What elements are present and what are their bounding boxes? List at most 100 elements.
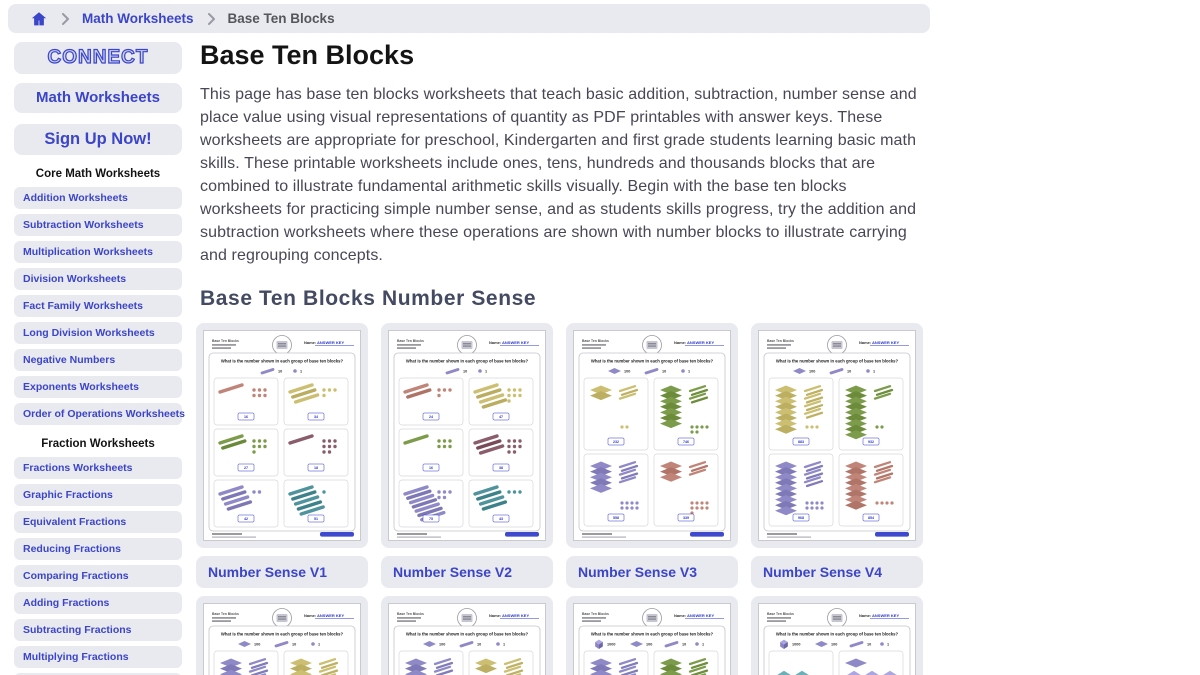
sidebar: CONNECT Math Worksheets Sign Up Now! Cor… xyxy=(14,42,185,675)
page-title: Base Ten Blocks xyxy=(200,40,415,70)
svg-text:16: 16 xyxy=(244,415,248,419)
signup-button[interactable]: Sign Up Now! xyxy=(14,124,182,155)
home-icon[interactable] xyxy=(30,10,48,28)
svg-text:What is the number shown in ea: What is the number shown in each group o… xyxy=(776,359,899,364)
svg-text:746: 746 xyxy=(683,440,689,444)
worksheet-page-preview: Base Ten Blocks Name:ANSWER KEY What is th… xyxy=(388,603,546,675)
svg-text:What is the number shown in ea: What is the number shown in each group o… xyxy=(221,632,344,637)
svg-text:10: 10 xyxy=(292,642,296,646)
sidebar-item-subtracting-fractions[interactable]: Subtracting Fractions xyxy=(14,619,182,641)
svg-text:Name:: Name: xyxy=(489,613,501,618)
svg-text:Name:: Name: xyxy=(304,340,316,345)
svg-text:10: 10 xyxy=(867,642,871,646)
svg-text:968: 968 xyxy=(798,516,804,520)
svg-text:10: 10 xyxy=(662,369,666,373)
svg-text:1: 1 xyxy=(887,642,889,646)
worksheet-thumbnail[interactable]: Base Ten Blocks Name:ANSWER KEY What is th… xyxy=(196,323,368,548)
sidebar-item-exponents-worksheets[interactable]: Exponents Worksheets xyxy=(14,376,182,398)
sidebar-item-subtraction-worksheets[interactable]: Subtraction Worksheets xyxy=(14,214,182,236)
chevron-right-icon xyxy=(62,12,69,25)
svg-text:38: 38 xyxy=(499,466,503,470)
sidebar-item-long-division-worksheets[interactable]: Long Division Worksheets xyxy=(14,322,182,344)
svg-text:18: 18 xyxy=(314,466,318,470)
sidebar-math-worksheets-button[interactable]: Math Worksheets xyxy=(14,83,182,113)
worksheet-link-number-sense-v3[interactable]: Number Sense V3 xyxy=(566,556,738,588)
svg-text:1: 1 xyxy=(873,369,875,373)
svg-text:ANSWER KEY: ANSWER KEY xyxy=(687,613,714,618)
sidebar-item-multiplication-worksheets[interactable]: Multiplication Worksheets xyxy=(14,241,182,263)
worksheet-link-number-sense-v4[interactable]: Number Sense V4 xyxy=(751,556,923,588)
svg-text:ANSWER KEY: ANSWER KEY xyxy=(502,613,529,618)
svg-text:What is the number shown in ea: What is the number shown in each group o… xyxy=(406,632,529,637)
svg-text:10: 10 xyxy=(278,369,282,373)
svg-text:34: 34 xyxy=(314,415,318,419)
sidebar-item-adding-fractions[interactable]: Adding Fractions xyxy=(14,592,182,614)
svg-text:1: 1 xyxy=(503,642,505,646)
svg-text:Name:: Name: xyxy=(674,613,686,618)
breadcrumb-link-math-worksheets[interactable]: Math Worksheets xyxy=(82,11,194,26)
sidebar-item-dividing-fractions[interactable]: Dividing Fractions xyxy=(14,673,182,675)
svg-text:Base Ten Blocks: Base Ten Blocks xyxy=(582,612,609,616)
sidebar-item-equivalent-fractions[interactable]: Equivalent Fractions xyxy=(14,511,182,533)
svg-text:1: 1 xyxy=(300,369,302,373)
svg-text:10: 10 xyxy=(682,642,686,646)
svg-text:1000: 1000 xyxy=(792,642,800,646)
svg-text:100: 100 xyxy=(254,642,260,646)
svg-text:1: 1 xyxy=(688,369,690,373)
svg-text:42: 42 xyxy=(244,517,248,521)
svg-text:75: 75 xyxy=(429,517,433,521)
svg-text:What is the number shown in ea: What is the number shown in each group o… xyxy=(221,359,344,364)
sidebar-item-addition-worksheets[interactable]: Addition Worksheets xyxy=(14,187,182,209)
svg-text:339: 339 xyxy=(683,516,689,520)
intro-paragraph: This page has base ten blocks worksheets… xyxy=(200,86,917,264)
sidebar-item-fractions-worksheets[interactable]: Fractions Worksheets xyxy=(14,457,182,479)
svg-text:Base Ten Blocks: Base Ten Blocks xyxy=(212,339,239,343)
worksheet-link-number-sense-v1[interactable]: Number Sense V1 xyxy=(196,556,368,588)
sidebar-item-negative-numbers[interactable]: Negative Numbers xyxy=(14,349,182,371)
svg-text:24: 24 xyxy=(429,415,433,419)
sidebar-item-order-of-operations-worksheets[interactable]: Order of Operations Worksheets xyxy=(14,403,185,425)
svg-text:Name:: Name: xyxy=(489,340,501,345)
svg-text:47: 47 xyxy=(499,415,503,419)
sidebar-item-graphic-fractions[interactable]: Graphic Fractions xyxy=(14,484,182,506)
svg-text:100: 100 xyxy=(809,369,815,373)
svg-text:What is the number shown in ea: What is the number shown in each group o… xyxy=(406,359,529,364)
svg-text:ANSWER KEY: ANSWER KEY xyxy=(687,340,714,345)
sidebar-item-division-worksheets[interactable]: Division Worksheets xyxy=(14,268,182,290)
svg-text:Base Ten Blocks: Base Ten Blocks xyxy=(212,612,239,616)
worksheet-link-number-sense-v2[interactable]: Number Sense V2 xyxy=(381,556,553,588)
worksheet-thumbnail[interactable]: Base Ten Blocks Name:ANSWER KEY What is th… xyxy=(381,323,553,548)
section-title: Base Ten Blocks Number Sense xyxy=(200,287,537,310)
svg-text:100: 100 xyxy=(646,642,652,646)
svg-text:932: 932 xyxy=(868,440,874,444)
sidebar-item-multiplying-fractions[interactable]: Multiplying Fractions xyxy=(14,646,182,668)
svg-text:16: 16 xyxy=(429,466,433,470)
svg-text:1: 1 xyxy=(485,369,487,373)
svg-text:232: 232 xyxy=(613,440,619,444)
sidebar-section-heading: Core Math Worksheets xyxy=(35,168,161,180)
svg-text:ANSWER KEY: ANSWER KEY xyxy=(317,340,344,345)
svg-text:What is the number shown in ea: What is the number shown in each group o… xyxy=(591,359,714,364)
sidebar-item-fact-family-worksheets[interactable]: Fact Family Worksheets xyxy=(14,295,182,317)
svg-text:ANSWER KEY: ANSWER KEY xyxy=(502,340,529,345)
sidebar-item-comparing-fractions[interactable]: Comparing Fractions xyxy=(14,565,182,587)
svg-text:43: 43 xyxy=(499,517,503,521)
svg-text:100: 100 xyxy=(831,642,837,646)
sidebar-item-reducing-fractions[interactable]: Reducing Fractions xyxy=(14,538,182,560)
connect-logo[interactable]: CONNECT xyxy=(14,42,182,74)
sidebar-section-heading: Fraction Worksheets xyxy=(41,438,155,450)
svg-text:Base Ten Blocks: Base Ten Blocks xyxy=(397,612,424,616)
worksheet-thumbnail[interactable]: Base Ten Blocks Name:ANSWER KEY What is th… xyxy=(381,596,553,675)
svg-text:Base Ten Blocks: Base Ten Blocks xyxy=(397,339,424,343)
